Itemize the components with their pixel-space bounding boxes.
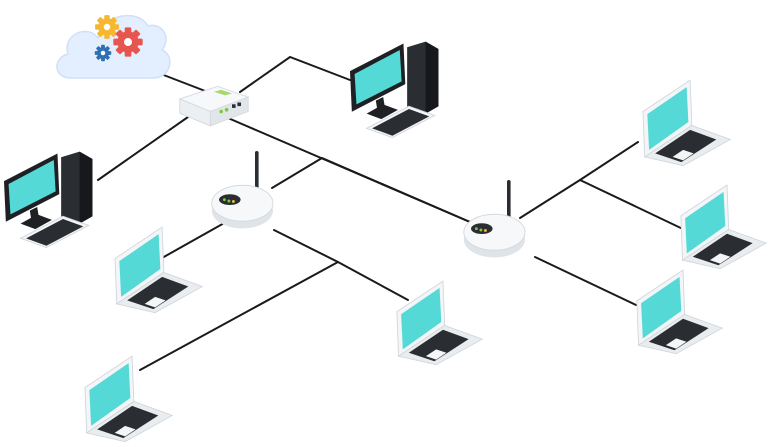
wireless-router-icon xyxy=(211,150,274,229)
laptop-icon xyxy=(84,355,173,443)
edge-router-2-laptop-6 xyxy=(534,256,637,306)
edge-router-1-laptop-1 xyxy=(161,221,227,259)
edge-router-1-laptop-3 xyxy=(139,261,339,371)
laptop-icon xyxy=(636,269,723,355)
laptop-icon xyxy=(396,280,483,366)
desktop-computer-icon xyxy=(349,41,439,139)
laptop-icon xyxy=(114,226,203,314)
edge-switch-desktop-1 xyxy=(97,116,189,181)
wireless-router-icon xyxy=(463,179,526,258)
edge-router-1-router-2 xyxy=(271,156,471,223)
laptop-icon xyxy=(680,184,767,270)
edge-router-2-laptop-5 xyxy=(579,179,686,231)
edge-switch-desktop-2 xyxy=(239,55,351,93)
cloud-gear-icon xyxy=(56,14,171,79)
desktop-computer-icon xyxy=(3,151,93,249)
edge-router-1-laptop-2 xyxy=(273,229,409,301)
network-switch-icon xyxy=(179,85,249,127)
laptop-icon xyxy=(642,79,731,167)
